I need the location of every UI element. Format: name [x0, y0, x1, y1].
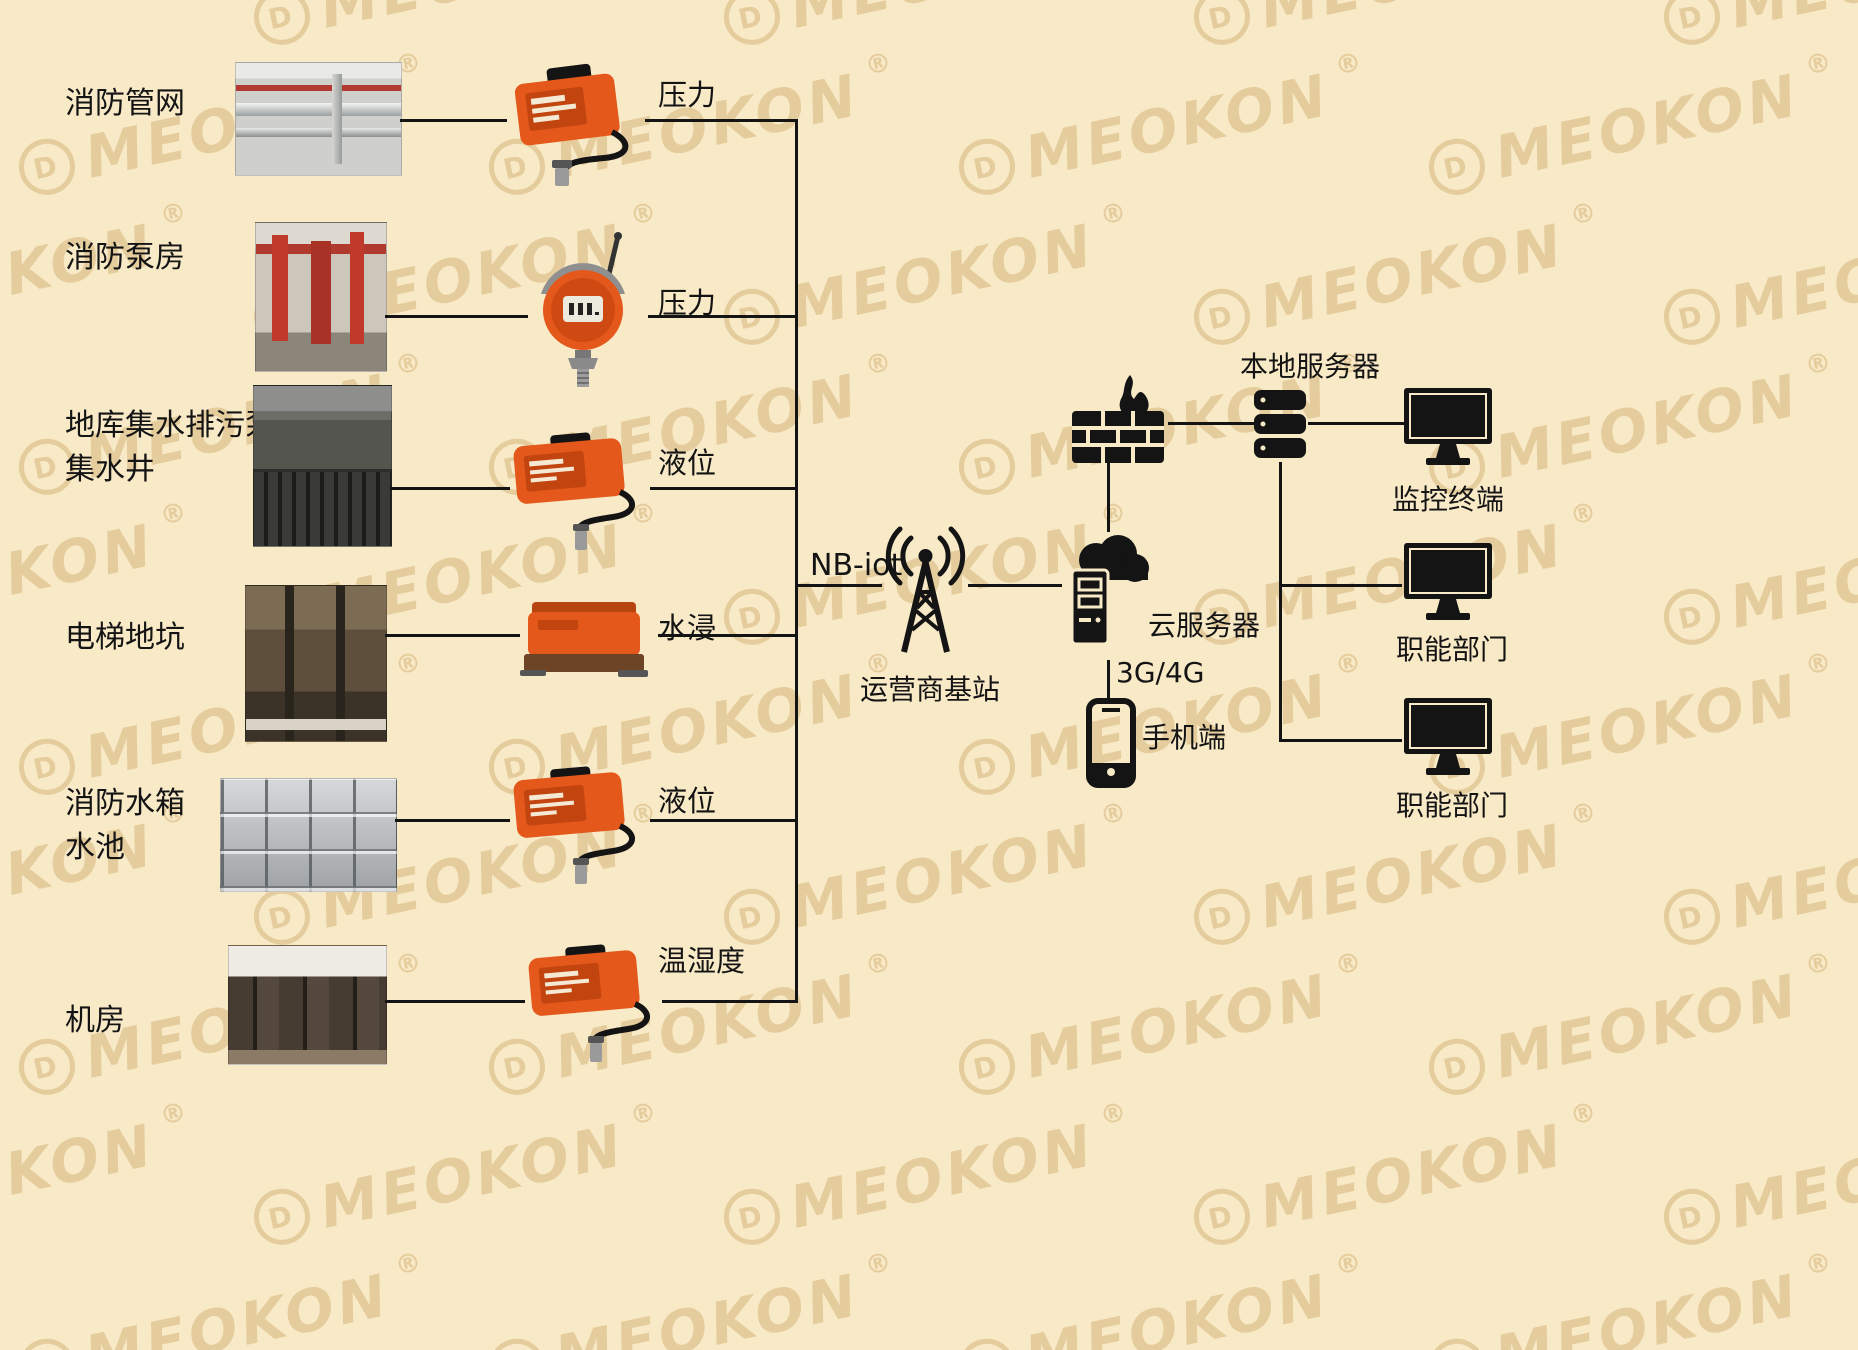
local-server	[1252, 388, 1308, 468]
phone-icon	[1086, 698, 1136, 788]
measure-label-pressure-1: 压力	[658, 78, 717, 112]
monitor-icon	[1404, 388, 1492, 465]
photo-elevator-pit	[245, 585, 387, 742]
red-pipe	[271, 234, 288, 342]
level-transmitter-icon	[513, 432, 635, 550]
photo-fire-pump-room	[255, 222, 387, 372]
photo-machine-room	[228, 945, 387, 1065]
level-transmitter-device	[505, 766, 650, 888]
guide-rail	[285, 586, 295, 741]
connector-line	[390, 487, 510, 490]
cloud-server	[1058, 528, 1153, 667]
pressure-transmitter-device	[500, 60, 645, 192]
mobile-label: 手机端	[1142, 721, 1227, 754]
red-pipe	[310, 240, 331, 345]
temperature-humidity-icon	[528, 944, 650, 1062]
silver-pipe	[236, 103, 401, 117]
level-transmitter-device	[505, 432, 650, 554]
connector-line	[1308, 422, 1404, 425]
measure-label-level-2: 液位	[658, 784, 717, 818]
connector-line	[400, 119, 507, 122]
site-label-elevator-pit: 电梯地坑	[65, 620, 185, 655]
guide-rail	[335, 586, 345, 741]
connector-line	[1280, 584, 1402, 587]
light-strip	[246, 719, 386, 731]
floor-grate	[254, 472, 391, 546]
radio-tower-icon	[885, 526, 966, 653]
cloud-server-label: 云服务器	[1148, 609, 1261, 642]
site-label-fire-pump-room: 消防泵房	[65, 240, 185, 275]
connector-line	[1280, 739, 1402, 742]
connector-line	[648, 315, 797, 318]
cellular-label: 3G/4G	[1116, 656, 1205, 689]
mobile-phone	[1085, 697, 1137, 793]
site-label-basement-sump-line1: 地库集水排污泵	[65, 408, 275, 443]
local-server-label: 本地服务器	[1240, 350, 1381, 383]
connector-line	[650, 819, 797, 822]
bus-line	[795, 119, 798, 1003]
measure-label-flood: 水浸	[658, 611, 717, 645]
measure-label-level-1: 液位	[658, 446, 717, 480]
connector-line	[797, 584, 882, 587]
monitor-terminal-label: 监控终端	[1392, 483, 1505, 516]
temperature-humidity-device	[520, 944, 665, 1066]
site-label-basement-sump-line2: 集水井	[65, 452, 155, 487]
connector-line	[385, 1000, 525, 1003]
vertical-duct	[331, 74, 342, 164]
water-immersion-icon	[520, 602, 648, 677]
connector-line	[968, 584, 1062, 587]
firewall	[1070, 375, 1170, 469]
connector-line	[1107, 660, 1110, 700]
firewall-icon	[1072, 375, 1164, 463]
connector-line	[385, 315, 528, 318]
connector-line	[1279, 462, 1282, 742]
base-station-tower	[878, 510, 973, 664]
dept1-label: 职能部门	[1396, 633, 1509, 666]
connector-line	[385, 634, 520, 637]
site-label-fire-water-tank-line1: 消防水箱	[65, 786, 185, 821]
connector-line	[650, 487, 797, 490]
monitor-icon	[1404, 698, 1492, 775]
beam	[254, 411, 391, 420]
photo-basement-sump	[253, 385, 392, 547]
monitor-icon	[1404, 543, 1492, 620]
connector-line	[1107, 462, 1110, 532]
dept-monitor-2	[1402, 696, 1494, 786]
water-immersion-device	[518, 598, 653, 694]
photo-fire-pipe-network	[235, 62, 402, 176]
monitor-terminal	[1402, 386, 1494, 476]
cloud-server-icon	[1070, 535, 1149, 646]
photo-fire-water-tank	[220, 778, 397, 892]
digital-pressure-gauge-icon	[541, 232, 625, 387]
digital-pressure-gauge-device	[523, 230, 643, 396]
pressure-transmitter-icon	[514, 63, 629, 186]
site-label-fire-water-tank-line2: 水池	[65, 830, 125, 865]
site-label-fire-pipe-network: 消防管网	[65, 86, 185, 121]
base-station-label: 运营商基站	[860, 673, 1001, 706]
server-stack-icon	[1254, 390, 1306, 458]
level-transmitter-icon	[513, 766, 635, 884]
connector-line	[662, 1000, 797, 1003]
silver-pipe	[236, 127, 401, 137]
connector-line	[1168, 422, 1254, 425]
connector-line	[395, 819, 510, 822]
measure-label-pressure-2: 压力	[658, 286, 717, 320]
connector-line	[645, 119, 797, 122]
red-pipe	[236, 85, 401, 92]
measure-label-temp-humidity: 温湿度	[658, 944, 746, 978]
connector-line	[658, 634, 797, 637]
dept2-label: 职能部门	[1396, 789, 1509, 822]
dept-monitor-1	[1402, 541, 1494, 631]
red-pipe	[349, 231, 364, 345]
site-label-machine-room: 机房	[65, 1003, 125, 1038]
